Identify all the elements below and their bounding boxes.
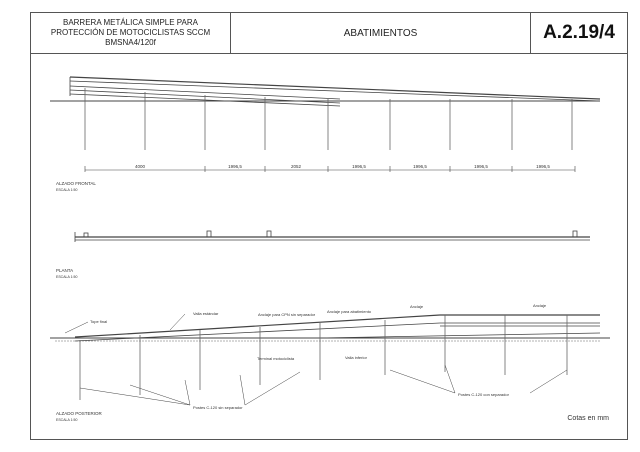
dimension-label: 2052 [291,164,302,169]
callout-postes-con: Postes C-120 con separador [458,392,510,397]
rear-elevation-drawing [50,313,610,406]
callout-valla-inferior: Valla inferior [345,355,368,360]
rear-elevation-scale: ESCALA 1:50 [56,418,77,422]
title-line-3: BMSNA4/120f [105,38,156,47]
drawing-sheet: BARRERA METÁLICA SIMPLE PARA PROTECCIÓN … [30,12,628,440]
plan-label: PLANTA [56,268,73,273]
dimension-label: 4000 [135,164,146,169]
dimension-label: 1996,5 [536,164,550,169]
plan-drawing [74,230,590,242]
callout-anclaje-abatimiento: Anclaje para abatimiento [327,309,372,314]
dimension-label: 1996,5 [413,164,427,169]
callout-postes-sin: Postes C-120 sin separador [193,405,243,410]
callout-valla-estandar: Valla estándar [193,311,219,316]
title-line-2: PROTECCIÓN DE MOTOCICLISTAS SCCM [50,28,211,37]
dimension-label: 1996,5 [228,164,242,169]
callout-anclaje-cpn: Anclaje para CPN sin separador [258,312,316,317]
units-note: Cotas en mm [567,415,609,422]
callout-tope-final: Tope final [90,319,107,324]
rear-elevation-label: ALZADO POSTERIOR [56,411,103,416]
sheet-code: A.2.19/4 [543,22,615,43]
front-elevation-scale: ESCALA 1:50 [56,188,77,192]
dimension-label: 1996,5 [474,164,488,169]
dimension-label: 1996,5 [352,164,366,169]
sheet-title: ABATIMIENTOS [231,13,531,53]
callout-anclaje: Anclaje [410,304,424,309]
plan-scale: ESCALA 1:50 [56,275,77,279]
front-elevation-label: ALZADO FRONTAL [56,181,96,186]
front-elevation-drawing [50,76,601,172]
callout-terminal: Terminal motociclista [257,356,295,361]
project-title: BARRERA METÁLICA SIMPLE PARA PROTECCIÓN … [31,13,231,53]
title-block: BARRERA METÁLICA SIMPLE PARA PROTECCIÓN … [31,13,627,54]
title-line-1: BARRERA METÁLICA SIMPLE PARA [62,18,198,27]
callout-anclaje: Anclaje [533,303,547,308]
